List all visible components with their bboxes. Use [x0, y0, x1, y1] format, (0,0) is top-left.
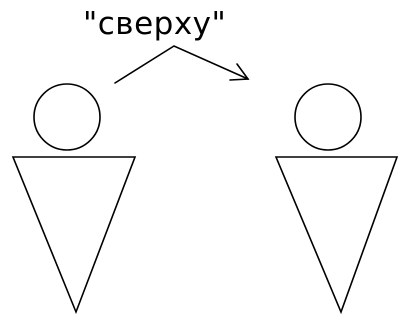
right-figure-head — [294, 83, 362, 151]
arrowhead-icon — [229, 63, 250, 81]
connector-line — [114, 45, 249, 84]
left-figure-body — [11, 156, 137, 315]
left-figure-head — [33, 83, 101, 151]
connector-arrow — [114, 45, 250, 84]
diagram-label: "сверху" — [83, 6, 226, 42]
left-figure — [11, 83, 137, 315]
right-figure — [274, 83, 399, 315]
right-figure-body — [274, 156, 399, 315]
